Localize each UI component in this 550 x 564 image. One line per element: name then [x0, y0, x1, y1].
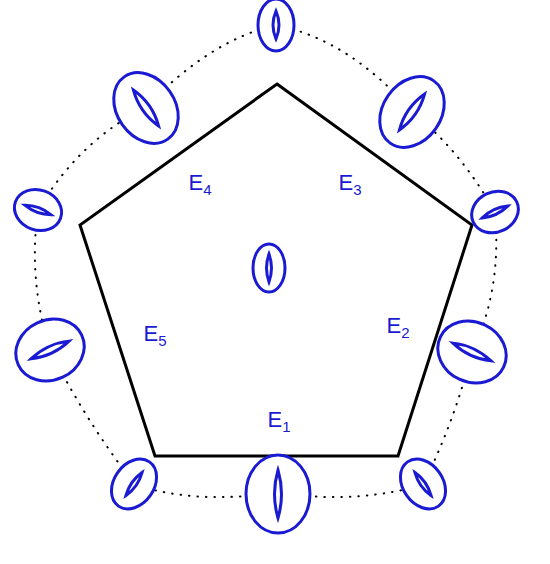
dotted-ring — [35, 25, 496, 497]
edge-label: E2 — [386, 315, 409, 340]
torus-symbol — [428, 310, 517, 394]
torus-symbol — [391, 450, 455, 517]
torus-symbol — [246, 455, 310, 533]
edge-label: E4 — [188, 172, 211, 197]
torus-symbol — [100, 60, 191, 156]
edge-label: E5 — [143, 323, 166, 348]
torus-symbol — [465, 184, 525, 241]
edge-label: E3 — [338, 172, 361, 197]
torus-symbol — [6, 308, 95, 392]
torus-symbol — [366, 64, 457, 160]
torus-symbol — [253, 244, 285, 292]
torus-symbol — [9, 183, 68, 237]
edge-label: E1 — [267, 409, 290, 434]
torus-symbol — [258, 0, 294, 51]
torus-symbol — [102, 450, 166, 517]
